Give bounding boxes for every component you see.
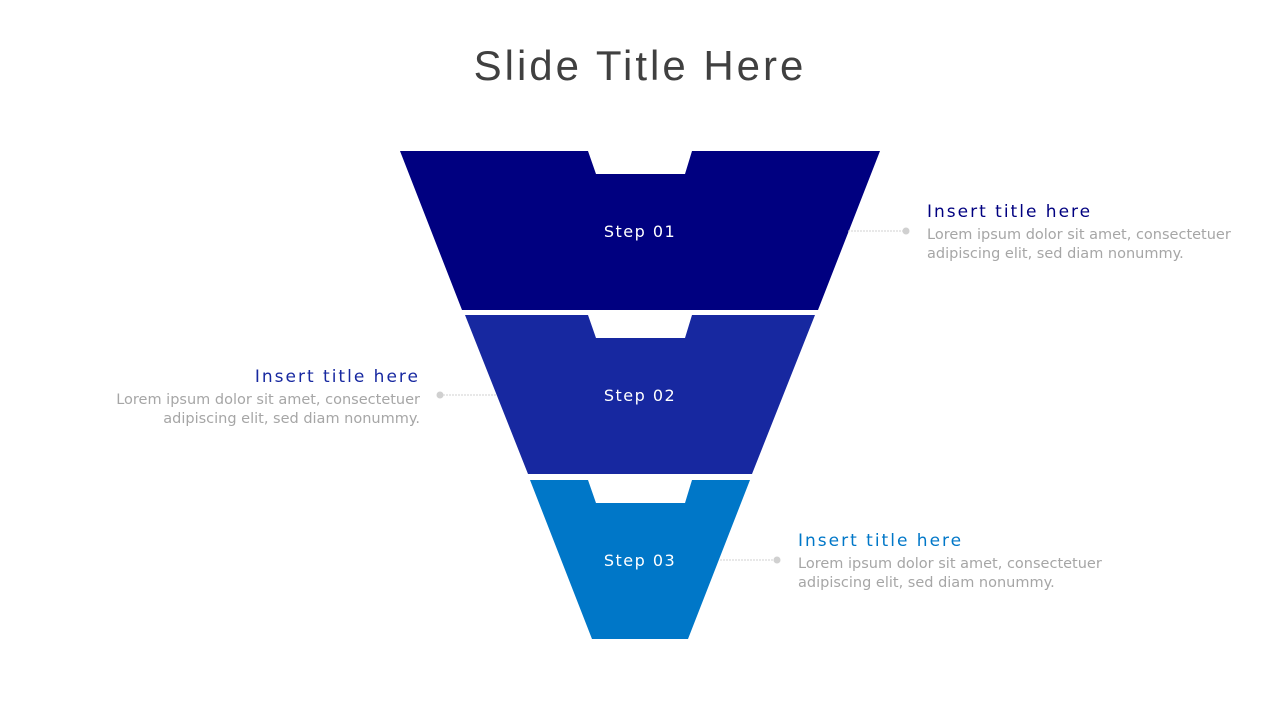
step-label-2: Step 02 — [603, 386, 677, 405]
callout-title: Insert title here — [927, 202, 1093, 222]
connector-step-3 — [720, 556, 781, 564]
callout-body-line-2: adipiscing elit, sed diam nonummy. — [798, 575, 1055, 591]
funnel-segment-step-1 — [400, 151, 880, 310]
callout-title: Insert title here — [254, 367, 420, 387]
callout-title: Insert title here — [798, 531, 964, 551]
slide-title: Slide Title Here — [473, 42, 807, 89]
callout-step-3: Insert title here Lorem ipsum dolor sit … — [798, 531, 1102, 593]
callout-step-2: Insert title here Lorem ipsum dolor sit … — [116, 367, 420, 429]
callout-step-1: Insert title here Lorem ipsum dolor sit … — [927, 202, 1231, 264]
connector-step-2 — [436, 391, 497, 399]
callout-body-line-2: adipiscing elit, sed diam nonummy. — [163, 411, 420, 427]
connector-step-1 — [848, 227, 910, 235]
funnel-segment-step-3 — [530, 480, 750, 639]
callout-body-line-1: Lorem ipsum dolor sit amet, consectetuer — [798, 556, 1102, 572]
callout-body-line-2: adipiscing elit, sed diam nonummy. — [927, 246, 1184, 262]
callout-body-line-1: Lorem ipsum dolor sit amet, consectetuer — [927, 227, 1231, 243]
callout-body-line-1: Lorem ipsum dolor sit amet, consectetuer — [116, 392, 420, 408]
funnel-segment-step-2 — [465, 315, 815, 474]
step-label-1: Step 01 — [603, 222, 677, 241]
step-label-3: Step 03 — [603, 551, 677, 570]
